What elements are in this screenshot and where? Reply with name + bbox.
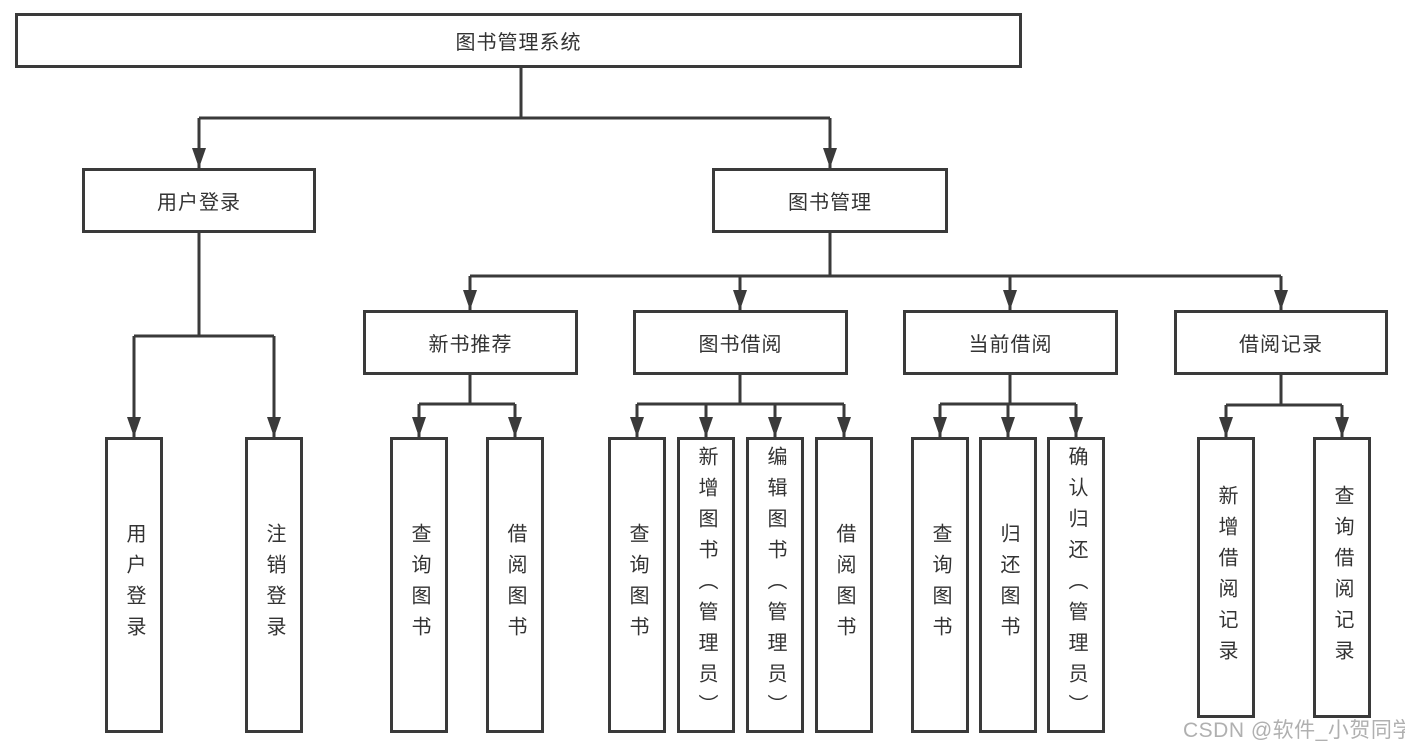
leaf-label: 归还图书 <box>997 523 1019 647</box>
node-leaf-confirm-return-admin: 确认归还（管理员） <box>1047 437 1105 733</box>
leaf-label: 确认归还（管理员） <box>1065 445 1087 725</box>
node-leaf-user-login: 用户登录 <box>105 437 163 733</box>
node-leaf-edit-books-admin: 编辑图书（管理员） <box>746 437 804 733</box>
node-new-book-recommend: 新书推荐 <box>363 310 578 375</box>
leaf-label: 新增图书（管理员） <box>695 445 717 725</box>
node-current-borrowing: 当前借阅 <box>903 310 1118 375</box>
node-book-borrowing: 图书借阅 <box>633 310 848 375</box>
node-root-system: 图书管理系统 <box>15 13 1022 68</box>
node-user-login-branch: 用户登录 <box>82 168 316 233</box>
leaf-label: 查询图书 <box>929 523 951 647</box>
leaf-label: 查询借阅记录 <box>1331 484 1353 671</box>
node-leaf-add-borrow-record: 新增借阅记录 <box>1197 437 1255 718</box>
leaf-label: 注销登录 <box>263 523 285 647</box>
leaf-label: 编辑图书（管理员） <box>764 445 786 725</box>
node-leaf-return-books: 归还图书 <box>979 437 1037 733</box>
node-borrowing-records: 借阅记录 <box>1174 310 1388 375</box>
leaf-label: 查询图书 <box>408 523 430 647</box>
leaf-label: 用户登录 <box>123 523 145 647</box>
leaf-label: 查询图书 <box>626 523 648 647</box>
node-leaf-query-books-current: 查询图书 <box>911 437 969 733</box>
node-leaf-query-borrow-record: 查询借阅记录 <box>1313 437 1371 718</box>
leaf-label: 借阅图书 <box>504 523 526 647</box>
node-leaf-borrow-books: 借阅图书 <box>815 437 873 733</box>
leaf-label: 借阅图书 <box>833 523 855 647</box>
node-leaf-query-books-borrowing: 查询图书 <box>608 437 666 733</box>
node-leaf-logout: 注销登录 <box>245 437 303 733</box>
node-leaf-borrow-books-recommend: 借阅图书 <box>486 437 544 733</box>
node-leaf-add-books-admin: 新增图书（管理员） <box>677 437 735 733</box>
node-book-management-branch: 图书管理 <box>712 168 948 233</box>
leaf-label: 新增借阅记录 <box>1215 484 1237 671</box>
watermark-text: CSDN @软件_小贺同学 <box>1183 719 1405 742</box>
node-leaf-query-books-recommend: 查询图书 <box>390 437 448 733</box>
